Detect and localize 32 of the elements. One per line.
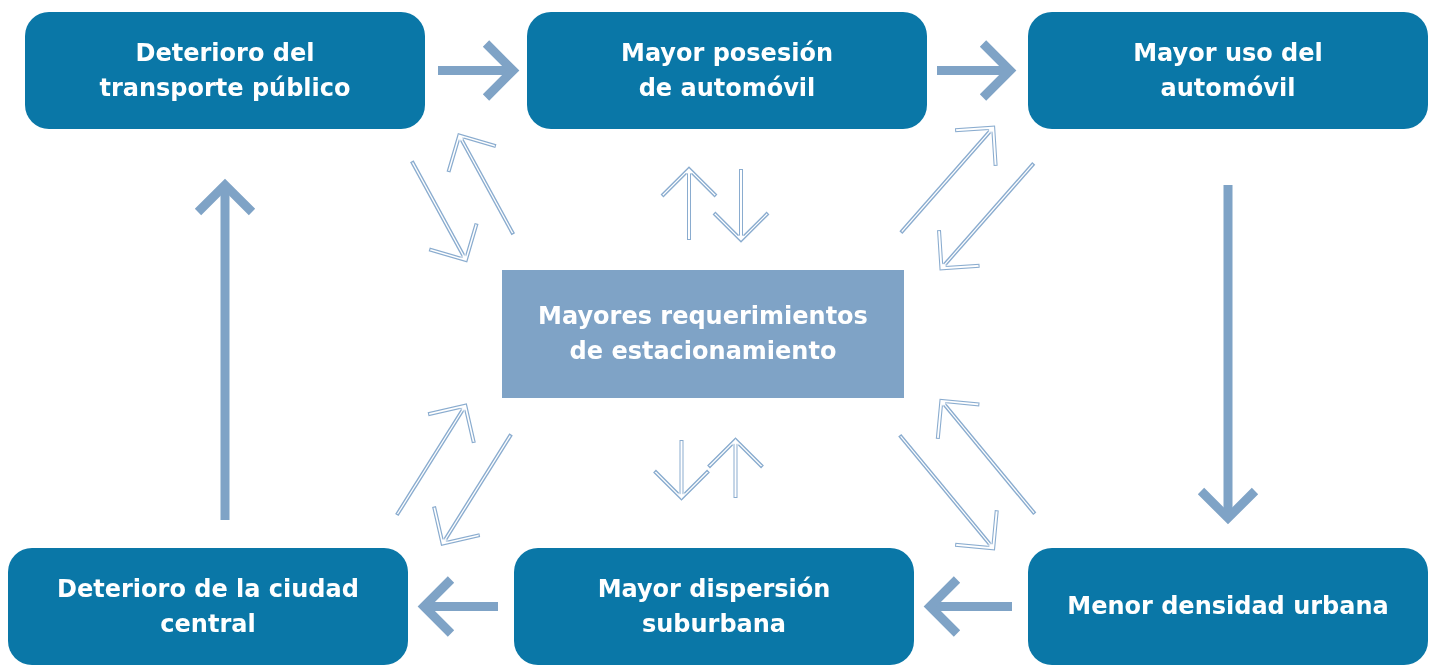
box-label: Deterioro del transporte público bbox=[98, 37, 352, 104]
arrow bbox=[937, 39, 1015, 102]
arrow bbox=[652, 440, 711, 500]
arrow bbox=[1196, 185, 1260, 523]
arrow bbox=[446, 133, 515, 236]
arrow bbox=[193, 180, 257, 520]
process-box bbox=[25, 12, 425, 129]
box-label: Deterioro de la ciudad central bbox=[56, 573, 360, 640]
box-label: Mayores requerimientos de estacionamiento bbox=[537, 301, 869, 367]
process-box bbox=[8, 548, 408, 665]
arrow bbox=[899, 125, 998, 234]
arrow bbox=[925, 575, 1012, 638]
process-box bbox=[514, 548, 914, 665]
center-box bbox=[502, 270, 904, 398]
arrow bbox=[419, 575, 498, 638]
arrow bbox=[660, 167, 718, 240]
box-label: Mayor uso del automóvil bbox=[1132, 37, 1324, 104]
arrow bbox=[935, 398, 1037, 516]
box-label: Mayor posesión de automóvil bbox=[620, 37, 834, 104]
arrow bbox=[395, 403, 476, 517]
arrow bbox=[438, 39, 518, 102]
arrow bbox=[706, 438, 765, 498]
arrow bbox=[410, 160, 479, 263]
process-box bbox=[1028, 548, 1428, 665]
arrow bbox=[898, 433, 999, 551]
arrow bbox=[432, 433, 513, 546]
box-label: Mayor dispersión suburbana bbox=[596, 573, 832, 640]
arrow bbox=[937, 162, 1036, 271]
box-label: Menor densidad urbana bbox=[1067, 591, 1389, 623]
process-box bbox=[1028, 12, 1428, 129]
process-box bbox=[527, 12, 927, 129]
arrow bbox=[712, 169, 770, 242]
